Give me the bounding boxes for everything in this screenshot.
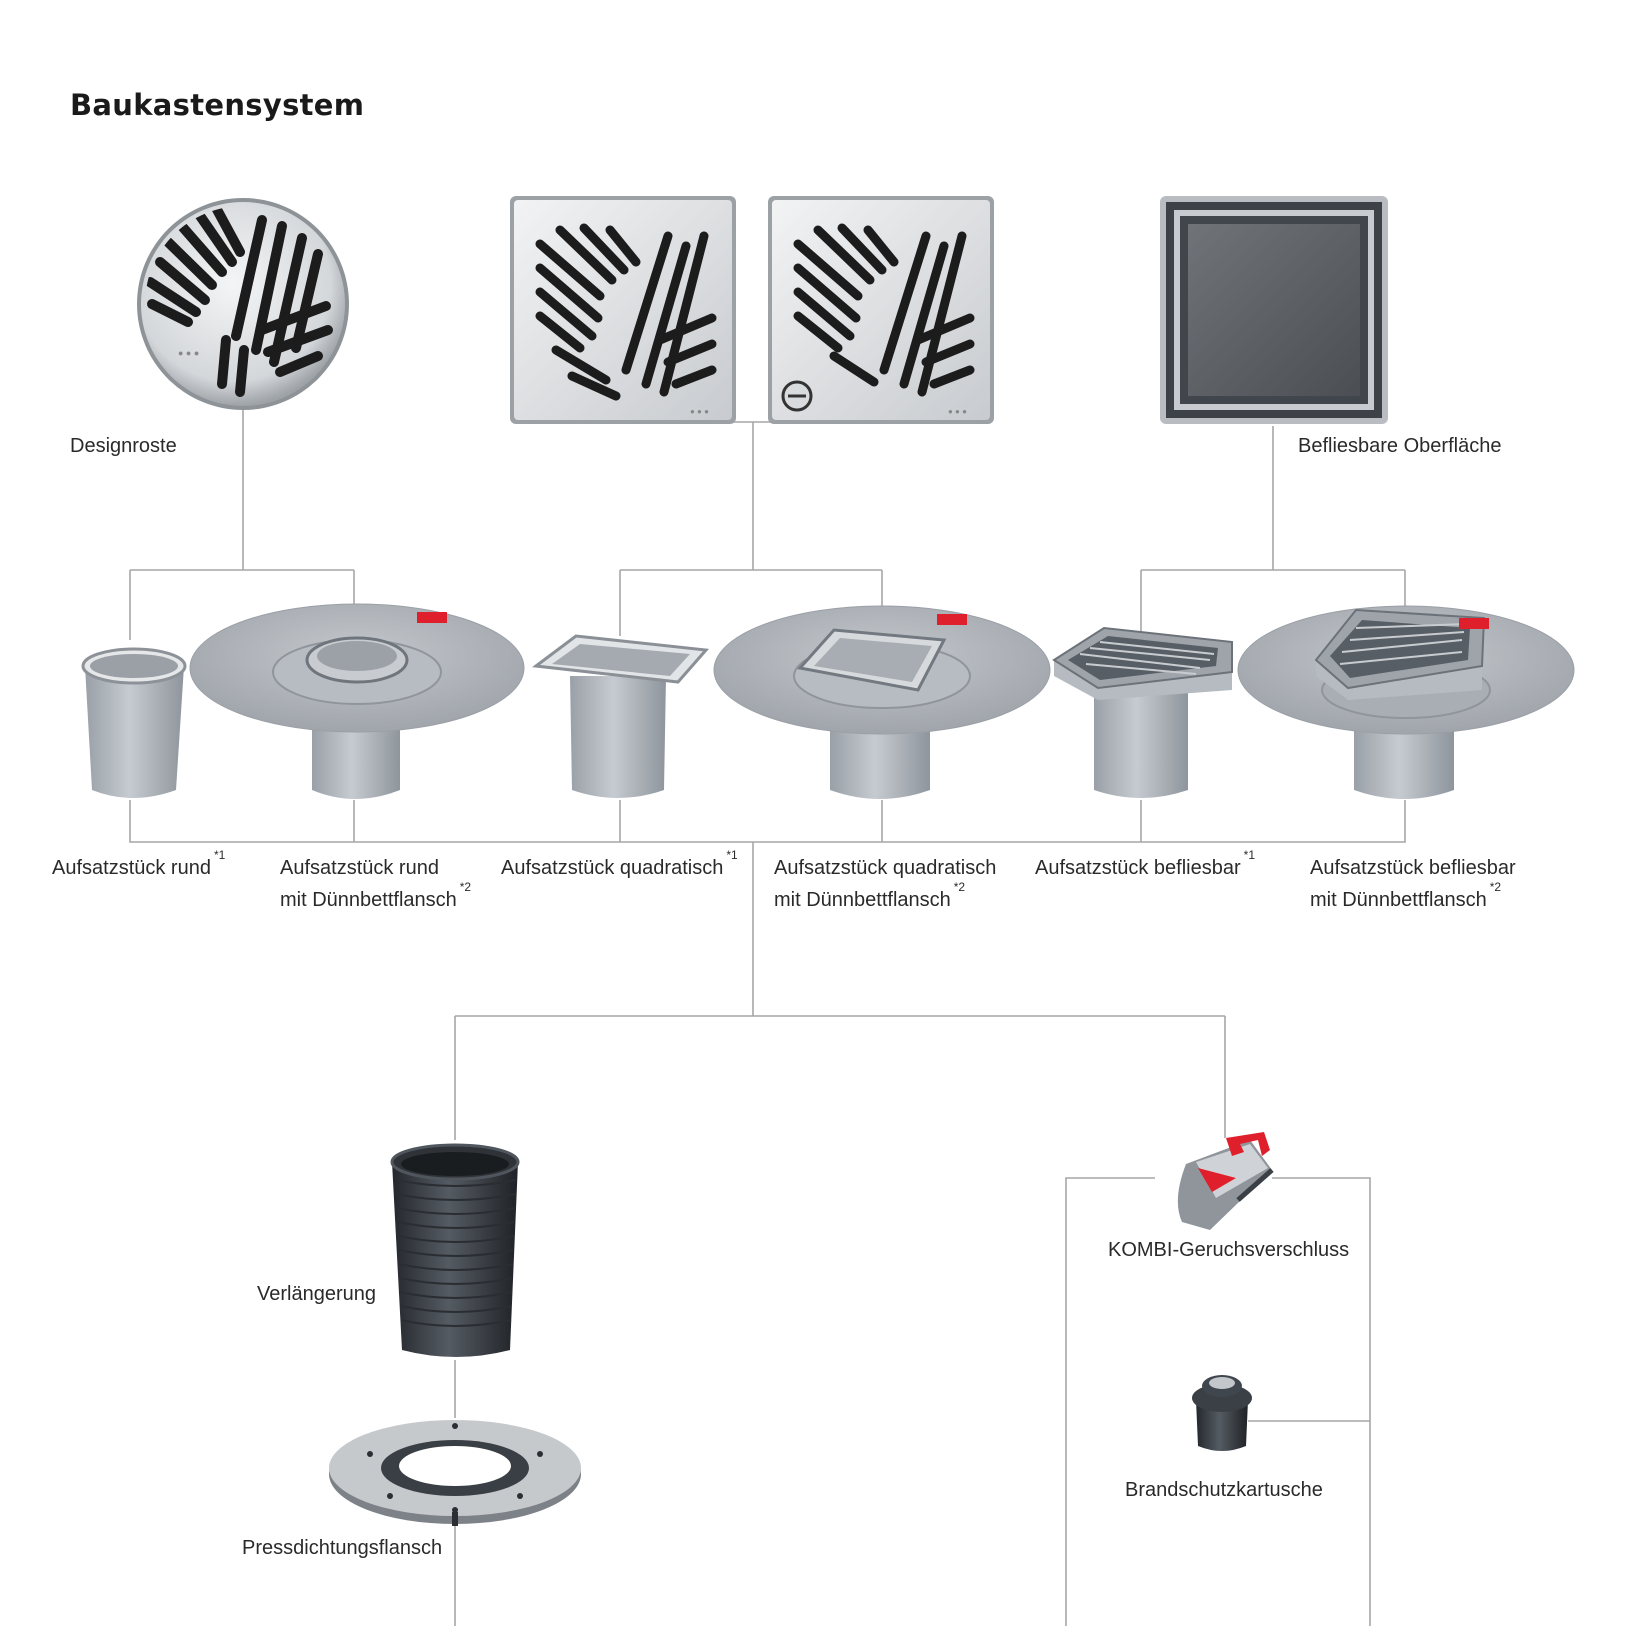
- connector-square: [619, 421, 883, 636]
- label-designroste: Designroste: [70, 435, 177, 457]
- connector-lower: [454, 842, 1226, 1140]
- connector-round: [129, 404, 355, 640]
- connector-bottom: [129, 800, 1406, 843]
- kombi-geruchsverschluss-icon: [1177, 1132, 1274, 1230]
- pressdichtungsflansch-icon: [329, 1420, 581, 1526]
- label-component-5: Aufsatzstück befliesbar*1: [1035, 848, 1255, 879]
- label-brandschutzkartusche: Brandschutzkartusche: [1125, 1479, 1323, 1501]
- aufsatzstueck-befliesbar-flansch-icon: [1237, 605, 1575, 799]
- verlaengerung-icon: [390, 1143, 520, 1357]
- connector-lines: [129, 404, 1406, 1626]
- brandschutzkartusche-icon: [1192, 1375, 1252, 1451]
- square-design-grate-lock-icon: ● ● ●: [768, 196, 994, 424]
- aufsatzstueck-quadratisch-flansch-icon: [713, 605, 1051, 799]
- label-befliesbare-oberflaeche: Befliesbare Oberfläche: [1298, 435, 1502, 457]
- svg-text:● ● ●: ● ● ●: [948, 407, 967, 416]
- svg-text:● ● ●: ● ● ●: [690, 407, 709, 416]
- label-pressdichtungsflansch: Pressdichtungsflansch: [242, 1537, 443, 1559]
- label-component-2: Aufsatzstück rund mit Dünnbettflansch*2: [280, 857, 472, 911]
- square-design-grate-icon: ● ● ●: [510, 196, 736, 424]
- aufsatzstueck-befliesbar-icon: [1052, 626, 1233, 798]
- svg-text:● ● ●: ● ● ●: [178, 348, 199, 358]
- page-title: Baukastensystem: [70, 88, 365, 122]
- label-component-4: Aufsatzstück quadratisch mit Dünnbettfla…: [774, 857, 997, 911]
- label-kombi-geruchsverschluss: KOMBI-Geruchsverschluss: [1108, 1239, 1350, 1261]
- connector-right-bracket: [1065, 1177, 1371, 1626]
- connector-tile: [1140, 426, 1406, 640]
- label-component-1: Aufsatzstück rund*1: [52, 848, 226, 879]
- round-design-grate-icon: ● ● ●: [137, 198, 349, 410]
- label-component-6: Aufsatzstück befliesbar mit Dünnbettflan…: [1310, 857, 1516, 911]
- tileable-surface-icon: [1160, 196, 1388, 424]
- label-verlaengerung: Verlängerung: [257, 1283, 376, 1305]
- aufsatzstueck-rund-icon: [81, 647, 187, 798]
- aufsatzstueck-quadratisch-icon: [532, 634, 710, 798]
- aufsatzstueck-rund-flansch-icon: [189, 603, 525, 799]
- label-component-3: Aufsatzstück quadratisch*1: [501, 848, 738, 879]
